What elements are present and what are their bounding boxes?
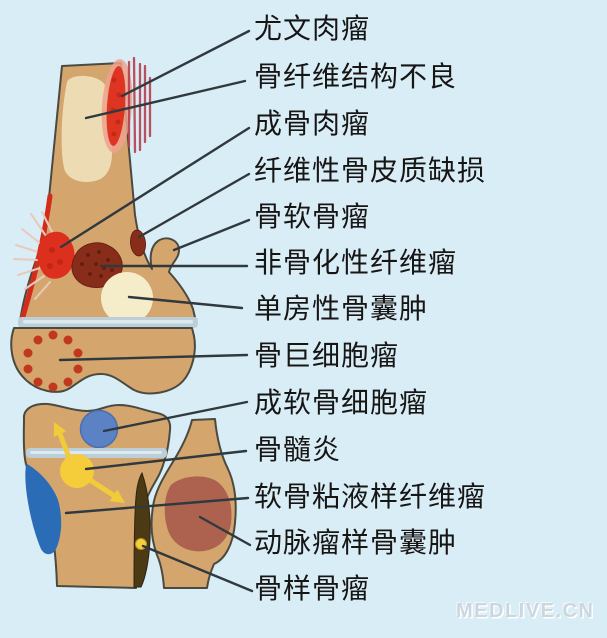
leader-line-fibrous-cortical-defect <box>137 172 251 239</box>
osteomyelitis-arrow-up-icon <box>57 431 73 463</box>
leader-line-chondromyxoid-fibroma <box>64 496 250 515</box>
ewing-sarcoma-lesion <box>106 66 126 146</box>
label-non-ossifying-fibroma: 非骨化性纤维瘤 <box>254 247 458 278</box>
leader-line-chondroblastoma <box>102 400 249 433</box>
aneurysmal-bone-cyst-lesion <box>164 476 232 552</box>
label-fibrous-dysplasia: 骨纤维结构不良 <box>254 61 458 92</box>
femoral-growth-plate-highlight <box>23 320 193 324</box>
label-osteomyelitis: 骨髓炎 <box>254 434 342 465</box>
leader-line-osteoid-osteoma <box>141 544 254 593</box>
leader-line-unicameral-bone-cyst <box>127 295 244 310</box>
label-osteosarcoma: 成骨肉瘤 <box>254 108 371 139</box>
osteosarcoma-lesion <box>37 231 75 279</box>
leader-lines <box>58 29 254 593</box>
osteosarcoma-texture <box>47 247 63 269</box>
label-chondroblastoma: 成软骨细胞瘤 <box>254 387 429 418</box>
leader-line-fibrous-dysplasia <box>84 79 247 120</box>
leader-line-aneurysmal-bone-cyst <box>198 515 252 547</box>
leader-line-osteochondroma <box>172 218 251 252</box>
femoral-condyles <box>10 327 196 395</box>
ewing-sarcoma-texture <box>110 77 122 137</box>
osteomyelitis-arrowhead-up-icon <box>53 422 67 437</box>
leader-line-osteomyelitis <box>84 449 248 471</box>
osteomyelitis-arrowhead-down-icon <box>109 489 125 503</box>
nof-texture <box>80 250 114 278</box>
cortical-wedge <box>133 471 151 588</box>
label-fibrous-cortical-defect: 纤维性骨皮质缺损 <box>254 155 487 186</box>
label-aneurysmal-bone-cyst: 动脉瘤样骨囊肿 <box>254 527 458 558</box>
tibial-growth-plate-highlight <box>30 451 162 454</box>
label-osteoid-osteoma: 骨样骨瘤 <box>254 573 371 604</box>
sunburst-spikes <box>13 211 53 300</box>
watermark: MEDLIVE.CN <box>456 600 595 622</box>
leader-line-giant-cell-tumor <box>58 353 249 362</box>
chondromyxoid-fibroma-lesion <box>25 464 62 555</box>
osteomyelitis-arrow-down-icon <box>87 477 116 498</box>
leader-line-ewing-sarcoma <box>120 29 251 98</box>
label-giant-cell-tumor: 骨巨细胞瘤 <box>254 340 400 371</box>
giant-cell-tumor-lesion <box>23 330 83 392</box>
label-unicameral-bone-cyst: 单房性骨囊肿 <box>254 293 429 324</box>
leader-line-osteosarcoma <box>59 126 251 249</box>
label-osteochondroma: 骨软骨瘤 <box>254 201 371 232</box>
osteomyelitis-lesion <box>53 422 125 503</box>
label-ewing-sarcoma: 尤文肉瘤 <box>254 13 371 44</box>
unicameral-bone-cyst-lesion <box>101 272 153 324</box>
label-chondromyxoid-fibroma: 软骨粘液样纤维瘤 <box>254 481 487 512</box>
fibrous-dysplasia-region <box>61 75 112 182</box>
periosteal-hatch-lines <box>127 56 152 154</box>
osteomyelitis-focus <box>60 454 94 488</box>
